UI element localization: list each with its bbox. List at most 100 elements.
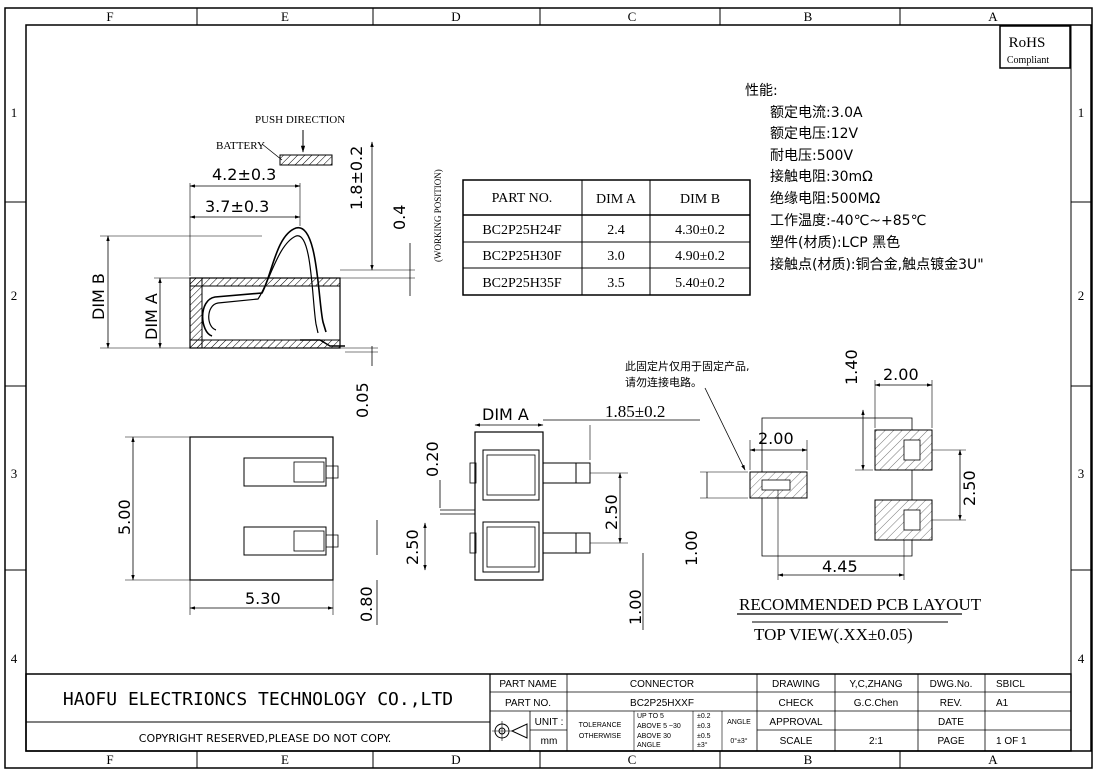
tol-range: ABOVE 5 ~30 [637,723,681,730]
row-label-left: 2 [11,288,18,303]
col-label-top: C [628,9,637,24]
table-header: PART NO. [492,191,553,206]
check-label: CHECK [778,698,813,709]
page-value: 1 OF 1 [996,736,1027,747]
pcb-note: 请勿连接电路。 [625,376,702,389]
dim-label: DIM A [482,405,529,424]
table-cell: 4.90±0.2 [675,249,725,264]
spec-item: 工作温度:-40℃~+85℃ [770,213,926,229]
pcb-note: 此固定片仅用于固定产品, [625,359,750,373]
rohs-subtitle: Compliant [1007,55,1049,66]
row-label-left: 1 [11,105,18,120]
col-label-top: E [281,9,289,24]
rev-value: A1 [996,698,1009,709]
angle-label: ANGLE [727,719,751,726]
spec-item: 接触电阻:30mΩ [770,168,873,185]
table-cell: 3.5 [607,276,625,291]
row-label-right: 2 [1078,288,1085,303]
dim-label: 0.20 [423,441,442,477]
tol-value: ±0.3 [697,723,711,730]
row-label-right: 4 [1078,651,1085,666]
spec-item: 接触点(材质):铜合金,触点镀金3U" [770,256,984,273]
tol-value: ±0.5 [697,733,711,740]
table-cell: 3.0 [607,249,625,264]
spec-list: 性能: 额定电流:3.0A 额定电压:12V 耐电压:500V 接触电阻:30m… [745,83,984,273]
scale-label: SCALE [780,736,813,747]
pcb-view-title: TOP VIEW(.XX±0.05) [754,625,913,644]
col-label-bottom: E [281,752,289,767]
copyright-text: COPYRIGHT RESERVED,PLEASE DO NOT COPY. [139,732,391,745]
dim-label: 0.80 [357,586,376,622]
dim-label: 5.30 [245,589,281,608]
pcb-layout-title: RECOMMENDED PCB LAYOUT [739,595,982,614]
table-cell: 4.30±0.2 [675,223,725,238]
drawing-value: Y,C,ZHANG [849,679,902,690]
col-label-bottom: C [628,752,637,767]
part-name-value: CONNECTOR [630,679,694,690]
col-label-bottom: D [451,752,460,767]
spec-item: 额定电压:12V [770,126,859,142]
tol-value: ±0.2 [697,713,711,720]
dim-label: 4.2±0.3 [212,165,276,184]
rohs-badge: RoHS Compliant [999,25,1071,69]
spec-heading: 性能: [745,83,778,99]
col-label-top: F [106,9,113,24]
table-cell: BC2P25H30F [482,249,562,264]
col-label-bottom: B [804,752,813,767]
top-view [125,436,378,625]
spec-item: 绝缘电阻:500MΩ [770,191,881,207]
part-name-label: PART NAME [499,679,557,690]
dim-label: 2.50 [602,494,621,530]
dim-label: 5.00 [115,499,134,535]
otherwise-label: OTHERWISE [579,733,622,740]
dim-label: 2.50 [403,529,422,565]
table-cell: BC2P25H35F [482,276,562,291]
push-direction-label: PUSH DIRECTION [255,114,345,126]
front-view [423,419,700,630]
dim-label: 0.05 [353,382,372,418]
drawing-label: DRAWING [772,679,820,690]
tol-range: UP TO 5 [637,713,664,720]
dim-label: 2.00 [883,365,919,384]
dim-label: 2.00 [758,429,794,448]
tol-range: ABOVE 30 [637,733,671,740]
col-label-top: D [451,9,460,24]
table-header: DIM B [680,192,720,207]
dim-label: 1.40 [842,349,861,385]
dim-label: DIM A [142,293,161,340]
dim-label: 2.50 [960,470,979,506]
pcb-layout [700,380,966,623]
approval-label: APPROVAL [769,717,823,728]
dwg-no-label: DWG.No. [930,679,973,690]
spec-item: 塑件(材质):LCP 黑色 [770,234,900,251]
dim-label: 0.4 [390,205,409,230]
row-label-left: 3 [11,466,18,481]
dim-label: 3.7±0.3 [205,197,269,216]
spec-item: 额定电流:3.0A [770,105,863,121]
title-block-text: HAOFU ELECTRIONCS TECHNOLOGY CO.,LTD COP… [63,679,1027,749]
date-label: DATE [938,717,964,728]
dim-label: 1.85±0.2 [605,402,665,421]
working-position-label: (WORKING POSITION) [433,169,443,262]
top-view-labels: 5.00 5.30 0.80 [115,499,376,622]
front-view-labels: DIM A 1.85±0.2 0.20 2.50 2.50 1.00 [403,402,665,625]
col-label-top: B [804,9,813,24]
side-view [100,130,415,366]
company-name: HAOFU ELECTRIONCS TECHNOLOGY CO.,LTD [63,689,453,710]
tol-range: ANGLE [637,742,661,749]
dim-label: 1.8±0.2 [347,146,366,210]
col-label-bottom: A [988,752,998,767]
spec-item: 耐电压:500V [770,148,853,164]
col-label-top: A [988,9,998,24]
row-label-left: 4 [11,651,18,666]
part-no-label: PART NO. [505,698,551,709]
rev-label: REV. [940,698,962,709]
side-view-labels: PUSH DIRECTION BATTERY (WORKING POSITION… [89,114,443,418]
check-value: G.C.Chen [854,698,898,709]
row-label-right: 1 [1078,105,1085,120]
table-cell: BC2P25H24F [482,223,562,238]
unit-value: mm [541,736,558,747]
page-label: PAGE [937,736,964,747]
col-label-bottom: F [106,752,113,767]
